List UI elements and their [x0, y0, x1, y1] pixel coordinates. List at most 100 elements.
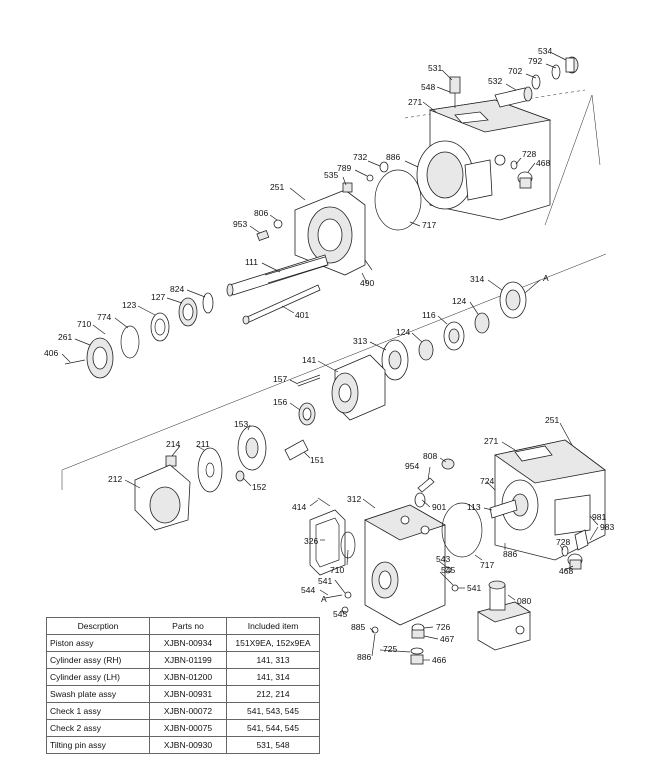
front-cover-251 [294, 182, 366, 276]
regulator-080 [476, 580, 531, 651]
label-261: 261 [58, 332, 72, 342]
table-row: Cylinder assy (RH) XJBN-01199 141, 313 [46, 651, 320, 669]
label-728: 728 [522, 149, 536, 159]
part-number-labels: 531 548 534 792 702 532 271 732 886 789 … [44, 46, 614, 665]
tilting-pin-531 [449, 76, 461, 108]
label-214: 214 [166, 439, 180, 449]
cell-parts-no: XJBN-00934 [149, 634, 227, 652]
col-header-included-item: Included item [226, 617, 320, 635]
nut-808-bolt-954 [417, 458, 455, 493]
shoe-plate-211-swash-212 [134, 447, 223, 531]
cylinder-block-141 [331, 354, 386, 421]
label-545: 545 [441, 565, 455, 575]
spring-157-bush-156 [297, 374, 321, 426]
oring-717-top [366, 161, 422, 231]
parts-table: Descrption Parts no Included item Piston… [46, 617, 320, 754]
cell-description: Piston assy [46, 634, 150, 652]
label-535: 535 [324, 170, 338, 180]
cell-description: Swash plate assy [46, 685, 150, 703]
label-151: 151 [310, 455, 324, 465]
label-981: 981 [592, 512, 606, 522]
label-983: 983 [600, 522, 614, 532]
label-124-2: 124 [396, 327, 410, 337]
cell-description: Check 2 assy [46, 719, 150, 737]
label-111: 111 [245, 257, 258, 267]
label-157: 157 [273, 374, 287, 384]
housing-assembly-271-251 [494, 439, 606, 561]
label-414: 414 [292, 502, 306, 512]
cell-description: Tilting pin assy [46, 736, 150, 754]
label-710: 710 [77, 319, 91, 329]
label-541-2: 541 [467, 583, 481, 593]
table-row: Cylinder assy (LH) XJBN-01200 141, 314 [46, 668, 320, 686]
label-a-2: A [321, 594, 327, 604]
cell-description: Cylinder assy (LH) [46, 668, 150, 686]
shaft-113 [489, 499, 518, 519]
label-901: 901 [432, 502, 446, 512]
label-724: 724 [480, 476, 494, 486]
label-710-2: 710 [330, 565, 344, 575]
label-545-2: 545 [333, 609, 347, 619]
label-313: 313 [353, 336, 367, 346]
label-726: 726 [436, 622, 450, 632]
table-header-row: Descrption Parts no Included item [46, 617, 320, 635]
label-541: 541 [318, 576, 332, 586]
label-534: 534 [538, 46, 552, 56]
label-251: 251 [270, 182, 284, 192]
label-774: 774 [97, 312, 111, 322]
col-header-parts-no: Parts no [149, 617, 227, 635]
cell-included-item: 141, 313 [226, 651, 320, 669]
label-467: 467 [440, 634, 454, 644]
label-113: 113 [467, 502, 481, 512]
label-466: 466 [432, 655, 446, 665]
check-valves-541-545 [324, 566, 459, 614]
label-532: 532 [488, 76, 502, 86]
label-717: 717 [422, 220, 436, 230]
cell-description: Cylinder assy (RH) [46, 651, 150, 669]
label-824: 824 [170, 284, 184, 294]
valve-plate-313 [381, 339, 409, 381]
label-271-2: 271 [484, 436, 498, 446]
cell-included-item: 151X9EA, 152x9EA [226, 634, 320, 652]
pin-806-953 [256, 219, 283, 242]
label-806: 806 [254, 208, 268, 218]
label-531: 531 [428, 63, 442, 73]
cover-326-oring-710 [309, 497, 356, 576]
needle-bearing-124-gear-116 [418, 312, 490, 361]
label-141: 141 [302, 355, 316, 365]
label-152: 152 [252, 482, 266, 492]
label-548: 548 [421, 82, 435, 92]
label-808: 808 [423, 451, 437, 461]
label-885: 885 [351, 622, 365, 632]
label-123: 123 [122, 300, 136, 310]
label-156: 156 [273, 397, 287, 407]
label-a: A [543, 273, 549, 283]
plug-532 [494, 86, 533, 108]
drive-shaft-111 [226, 254, 329, 297]
label-212: 212 [108, 474, 122, 484]
label-544: 544 [301, 585, 315, 595]
label-886-2: 886 [503, 549, 517, 559]
label-702: 702 [508, 66, 522, 76]
label-732: 732 [353, 152, 367, 162]
table-row: Check 2 assy XJBN-00075 541, 544, 545 [46, 719, 320, 737]
label-401: 401 [295, 310, 309, 320]
retainer-153-piston-151 [235, 425, 309, 482]
label-406: 406 [44, 348, 58, 358]
label-953: 953 [233, 219, 247, 229]
cell-included-item: 141, 314 [226, 668, 320, 686]
cell-included-item: 541, 544, 545 [226, 719, 320, 737]
label-127: 127 [151, 292, 165, 302]
label-468-2: 468 [559, 566, 573, 576]
cell-parts-no: XJBN-00075 [149, 719, 227, 737]
valve-plate-314 [499, 281, 527, 319]
col-header-description: Descrption [46, 617, 150, 635]
label-789: 789 [337, 163, 351, 173]
label-728-2: 728 [556, 537, 570, 547]
label-326: 326 [304, 536, 318, 546]
label-080: 080 [517, 596, 531, 606]
seals-702-792 [531, 64, 561, 90]
cap-534 [565, 56, 579, 74]
label-543: 543 [436, 554, 450, 564]
cell-description: Check 1 assy [46, 702, 150, 720]
